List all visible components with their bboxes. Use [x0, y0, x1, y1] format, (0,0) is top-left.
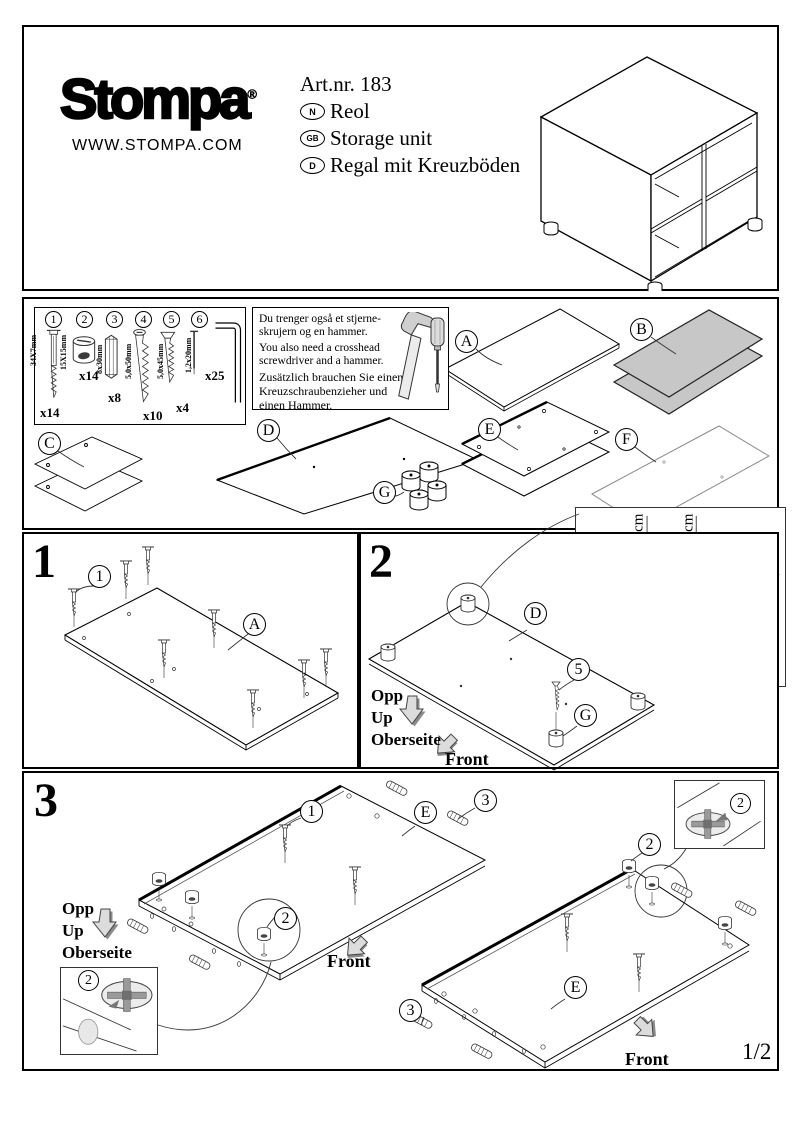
step2-label-foot: G: [574, 704, 597, 727]
part-b-panels: [612, 309, 764, 415]
product-name-gb: GB Storage unit: [300, 126, 432, 151]
step3-label-dowel-bottom: 3: [399, 999, 422, 1022]
item-qty-2: x14: [79, 368, 99, 383]
step3-front-label-right: Front: [625, 1049, 669, 1069]
step3-diagram: [91, 779, 758, 1069]
lang-badge-gb: GB: [300, 130, 325, 147]
step3-label-cam-right: 2: [638, 833, 661, 856]
part-label-c: C: [38, 432, 61, 455]
right-panel-e: [421, 867, 750, 1069]
note-german: Zusätzlich brauchen Sie einen Kreuzschra…: [259, 370, 404, 413]
inset-right-label-cam: 2: [730, 793, 751, 814]
step1-box: 1: [22, 532, 359, 769]
allen-key-icon: [215, 322, 242, 403]
step3-box: 3: [22, 771, 779, 1071]
step3-orientation-note: Opp Up Oberseite: [62, 899, 132, 963]
step2-box: 2: [359, 513, 779, 771]
down-arrow-icon: [398, 695, 426, 727]
screwdriver-icon: [430, 317, 445, 393]
website-text: WWW.STOMPA.COM: [72, 137, 243, 154]
part-label-g: G: [373, 481, 396, 504]
step2-front-label: Front: [445, 749, 489, 769]
tools-note-box: Du trenger også et stjerne-skrujern og e…: [252, 307, 449, 413]
part-e-panels: [460, 400, 611, 497]
part-c-panels: [33, 436, 144, 512]
tools-illustration: [398, 312, 445, 400]
item-number-5: 5: [163, 311, 180, 328]
item-qty-6: x25: [205, 368, 225, 383]
logo-text: Stompa: [59, 67, 252, 130]
item-number-4: 4: [135, 311, 152, 328]
item-number-3: 3: [106, 311, 123, 328]
wooden-dowel-icon: [104, 334, 118, 379]
part-a-panel: [444, 308, 621, 412]
step1-number: 1: [32, 535, 56, 588]
step1-label-panel: A: [243, 613, 266, 636]
front-arrow-icon: [437, 733, 459, 756]
step3-front-label-left: Front: [327, 951, 371, 971]
part-label-e: E: [478, 418, 501, 441]
stompa-logo: Stompa®: [59, 69, 257, 128]
countersunk-screw-icon: [160, 331, 176, 384]
step1-label-screw: 1: [88, 565, 111, 588]
item-qty-1: x14: [40, 405, 60, 420]
lang-badge-d: D: [300, 157, 325, 174]
step1-diagram: [63, 546, 340, 751]
art-number: Art.nr. 183: [300, 72, 392, 96]
item-number-6: 6: [191, 311, 208, 328]
header-box: Stompa® WWW.STOMPA.COM Art.nr. 183 N Reo…: [22, 25, 779, 291]
note-norwegian: Du trenger også et stjerne-skrujern og e…: [259, 313, 381, 339]
page-indicator: 1/2: [742, 1039, 772, 1064]
item-qty-3: x8: [108, 390, 121, 405]
item-qty-4: x10: [143, 408, 163, 423]
storage-unit-illustration: [539, 56, 763, 291]
step3-number: 3: [34, 774, 58, 827]
product-name-no: N Reol: [300, 99, 370, 124]
step2-label-panel: D: [524, 602, 547, 625]
front-arrow-icon: [347, 935, 369, 958]
wood-screw-icon: [133, 329, 149, 403]
parts-diagram: [33, 308, 771, 527]
step3-label-cam-left: 2: [274, 907, 297, 930]
hammer-icon: [398, 312, 435, 400]
front-arrow-icon: [633, 1015, 656, 1037]
step3-label-panel-left: E: [414, 801, 437, 824]
item-number-2: 2: [76, 311, 93, 328]
cam-detail-inset-right: 2: [674, 780, 765, 849]
lang-badge-n: N: [300, 103, 325, 120]
step2-orientation-note: Opp Up Oberseite: [371, 686, 441, 750]
cam-lock-icon: [72, 336, 96, 364]
item-qty-5: x4: [176, 400, 189, 415]
hardware-icons: [46, 322, 242, 403]
registered-mark: ®: [247, 86, 257, 102]
step2-label-screw: 5: [567, 658, 590, 681]
confirmat-screw-icon: [46, 329, 61, 398]
nail-icon: [190, 330, 198, 375]
leader-lines: [57, 336, 677, 498]
part-label-a: A: [455, 330, 478, 353]
step3-label-dowel-top: 3: [474, 789, 497, 812]
parts-box: A B C D E F G 1 2 3 4 5 6 34X7mm 15X15mm…: [22, 297, 779, 530]
item-number-1: 1: [45, 311, 62, 328]
product-name-de: D Regal mit Kreuzböden: [300, 153, 520, 178]
part-label-d: D: [257, 419, 280, 442]
down-arrow-icon: [91, 908, 119, 940]
inset-left-label-cam: 2: [78, 970, 99, 991]
step2-number: 2: [369, 535, 393, 588]
part-label-f: F: [615, 428, 638, 451]
cam-detail-inset-left: 2: [60, 967, 158, 1055]
step3-label-screw: 1: [300, 800, 323, 823]
part-label-b: B: [630, 318, 653, 341]
hardware-box: 1 2 3 4 5 6 34X7mm 15X15mm 8x30mm 5,0x50…: [29, 307, 246, 425]
note-english: You also need a crosshead screwdriver an…: [259, 342, 384, 368]
step3-label-panel-right: E: [564, 976, 587, 999]
part-g-feet: [401, 461, 447, 511]
